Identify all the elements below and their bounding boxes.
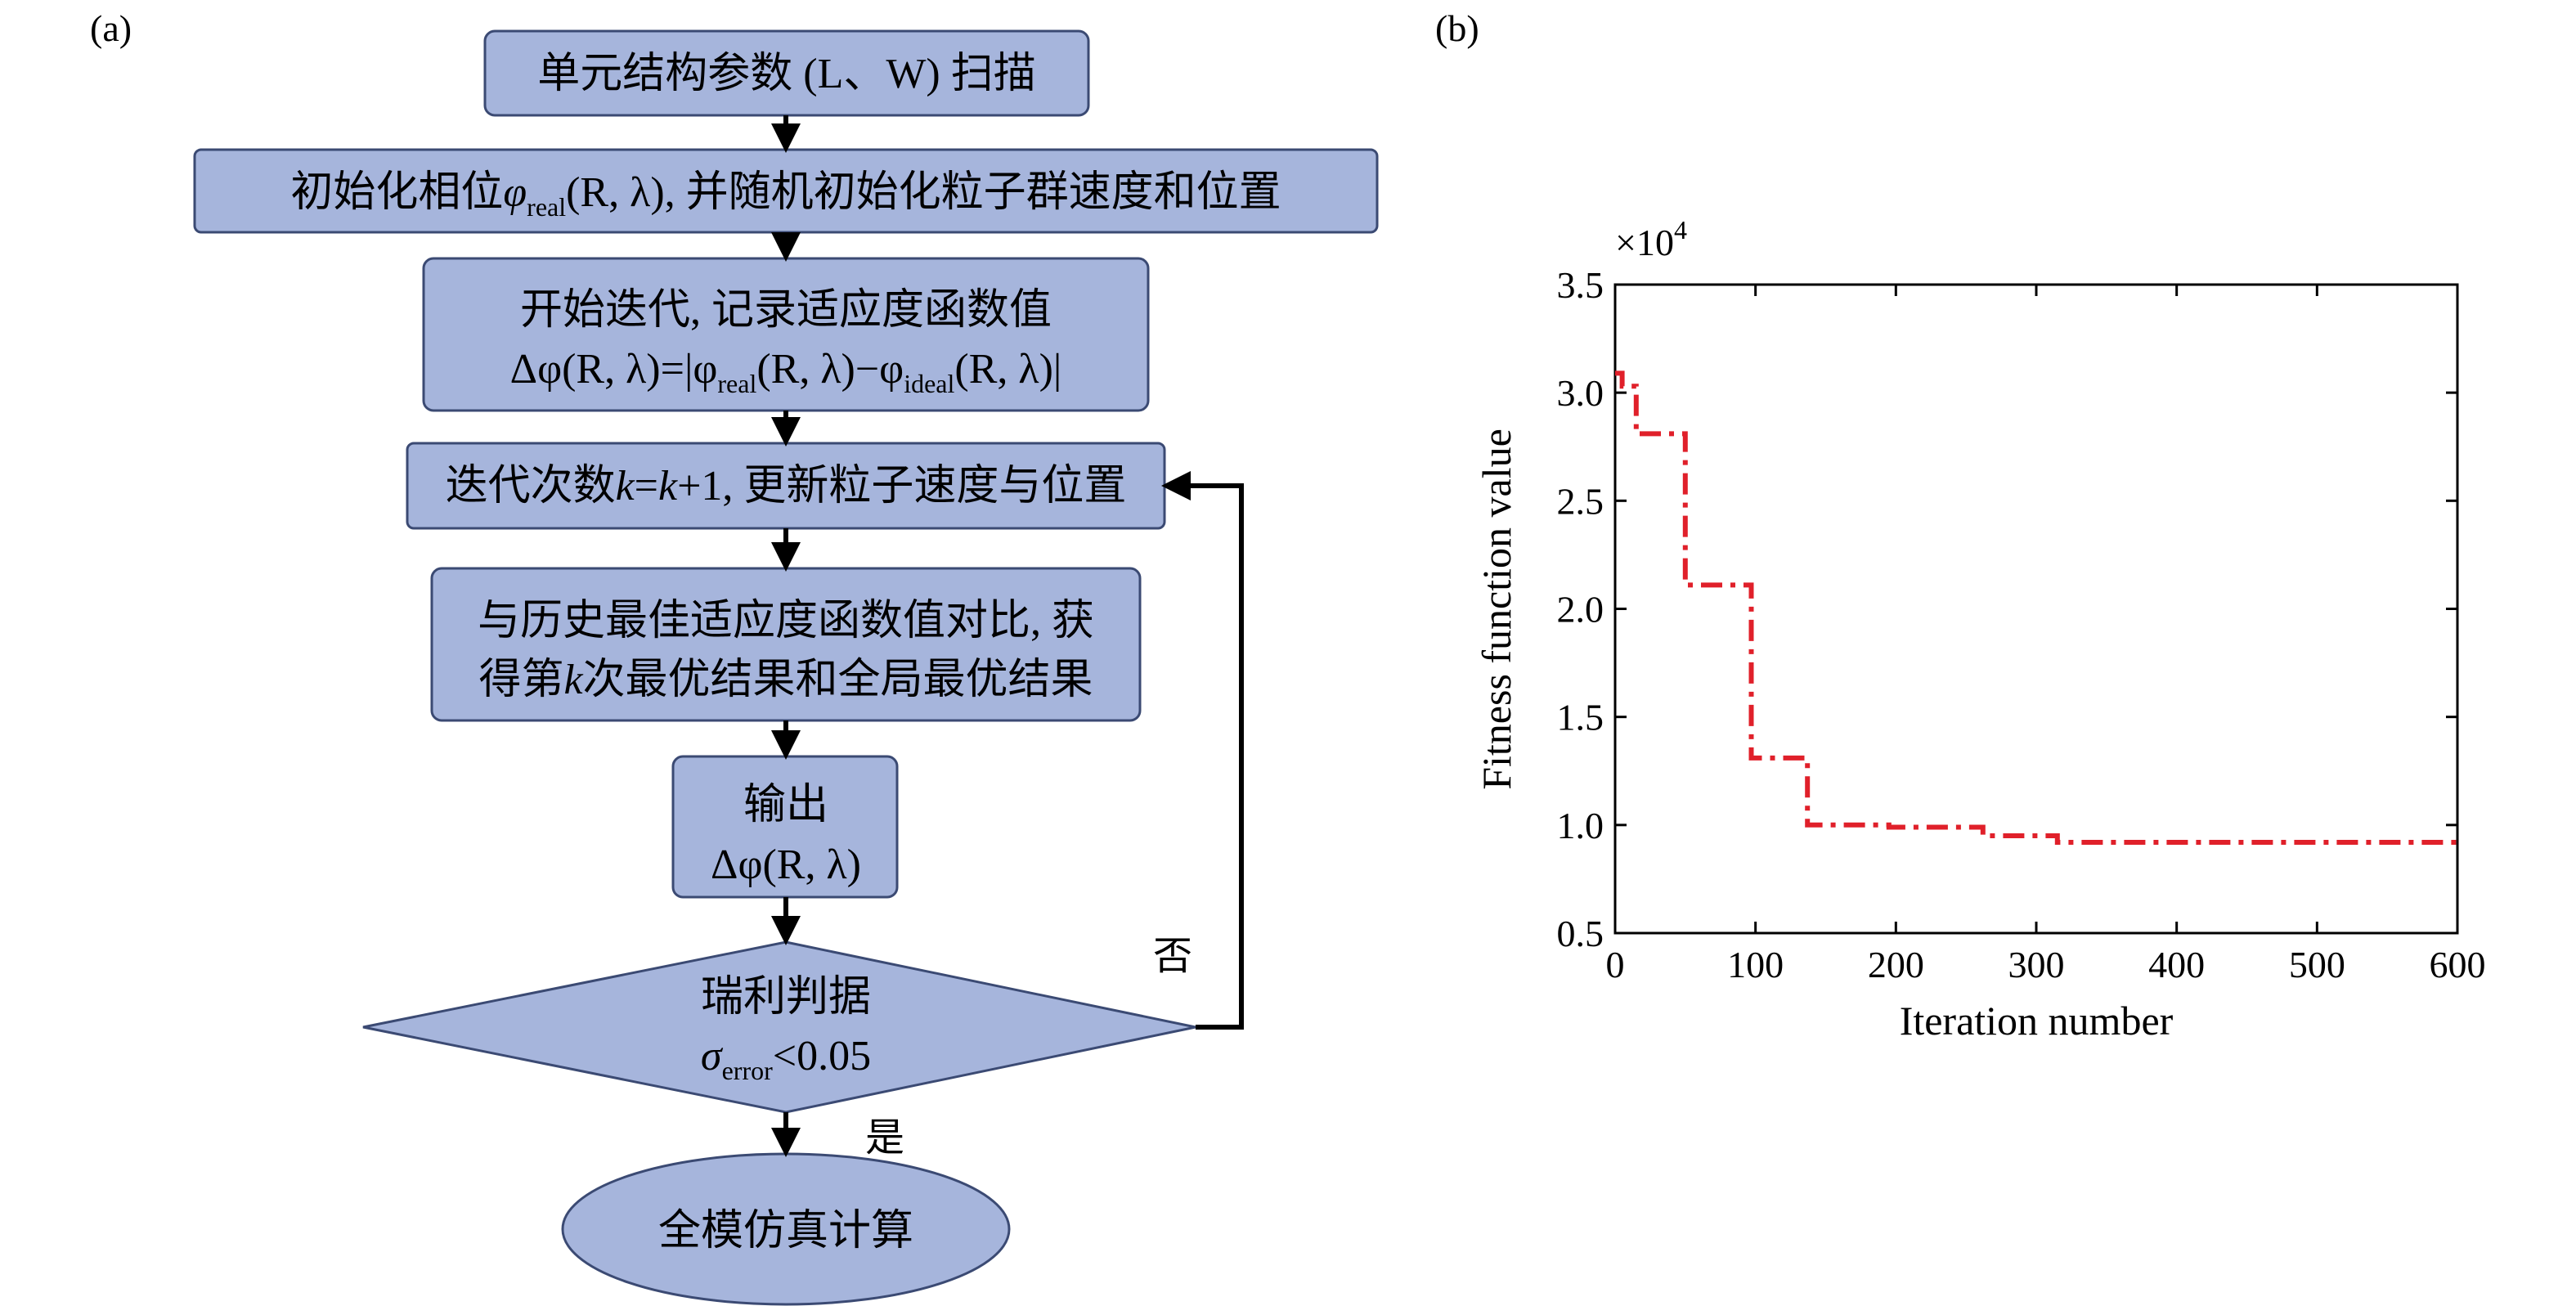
x-tick-label: 300 [2008, 944, 2065, 985]
y-axis-ticks: 0.5 1.0 1.5 2.0 2.5 3.0 3.5 [1557, 264, 2457, 954]
no-label: 否 [1153, 935, 1192, 978]
y-axis-label: Fitness function value [1474, 429, 1519, 790]
y-tick-label: 1.0 [1557, 805, 1604, 846]
compare-best-line2: 得第k次最优结果和全局最优结果 [478, 657, 1093, 703]
scan-parameters-text: 单元结构参数 (L、W) 扫描 [537, 51, 1035, 97]
x-tick-label: 100 [1727, 944, 1784, 985]
y-tick-label: 2.5 [1557, 480, 1604, 522]
start-iteration-line1: 开始迭代, 记录适应度函数值 [520, 287, 1052, 334]
rayleigh-criterion-line2: σerror<0.05 [701, 1033, 871, 1085]
x-axis-ticks: 0 100 200 300 400 500 600 [1606, 285, 2486, 985]
full-mode-simulation-text: 全模仿真计算 [658, 1208, 913, 1254]
compare-best-line1: 与历史最佳适应度函数值对比, 获 [478, 598, 1094, 644]
x-tick-label: 400 [2148, 944, 2205, 985]
x-tick-label: 500 [2289, 944, 2345, 985]
initialize-phase-text: 初始化相位φreal(R, λ), 并随机初始化粒子群速度和位置 [290, 169, 1281, 222]
y-tick-label: 2.0 [1557, 589, 1604, 631]
loop-back-arrow [1161, 471, 1244, 1030]
x-tick-label: 600 [2430, 944, 2486, 985]
y-tick-label: 0.5 [1557, 913, 1604, 954]
fitness-formula: Δφ(R, λ)=|φreal(R, λ)−φideal(R, λ)| [510, 346, 1062, 398]
rayleigh-criterion-diamond [362, 940, 1196, 1114]
update-particles-text: 迭代次数k=k+1, 更新粒子速度与位置 [446, 463, 1127, 509]
x-tick-label: 0 [1606, 944, 1625, 985]
rayleigh-criterion-line1: 瑞利判据 [701, 974, 871, 1021]
y-tick-label: 3.0 [1557, 372, 1604, 414]
flowchart-panel: (a) 单元结构参数 (L、W) 扫描 初始化相位φreal(R, λ), 并随… [90, 7, 1379, 1306]
y-axis-multiplier: ×104 [1615, 215, 1687, 263]
y-tick-label: 1.5 [1557, 697, 1604, 738]
output-line2: Δφ(R, λ) [711, 841, 861, 888]
panel-a-label: (a) [90, 7, 132, 49]
chart-panel: (b) ×104 0.5 1.0 1.5 2.0 2.5 3.0 3.5 0 100 200 30… [1435, 7, 2486, 1043]
y-tick-label: 3.5 [1557, 264, 1604, 306]
yes-label: 是 [865, 1116, 904, 1160]
x-axis-label: Iteration number [1900, 998, 2174, 1043]
fitness-series-line [1615, 370, 2457, 845]
output-line1: 输出 [743, 782, 828, 828]
panel-b-label: (b) [1435, 7, 1479, 49]
x-tick-label: 200 [1868, 944, 1924, 985]
